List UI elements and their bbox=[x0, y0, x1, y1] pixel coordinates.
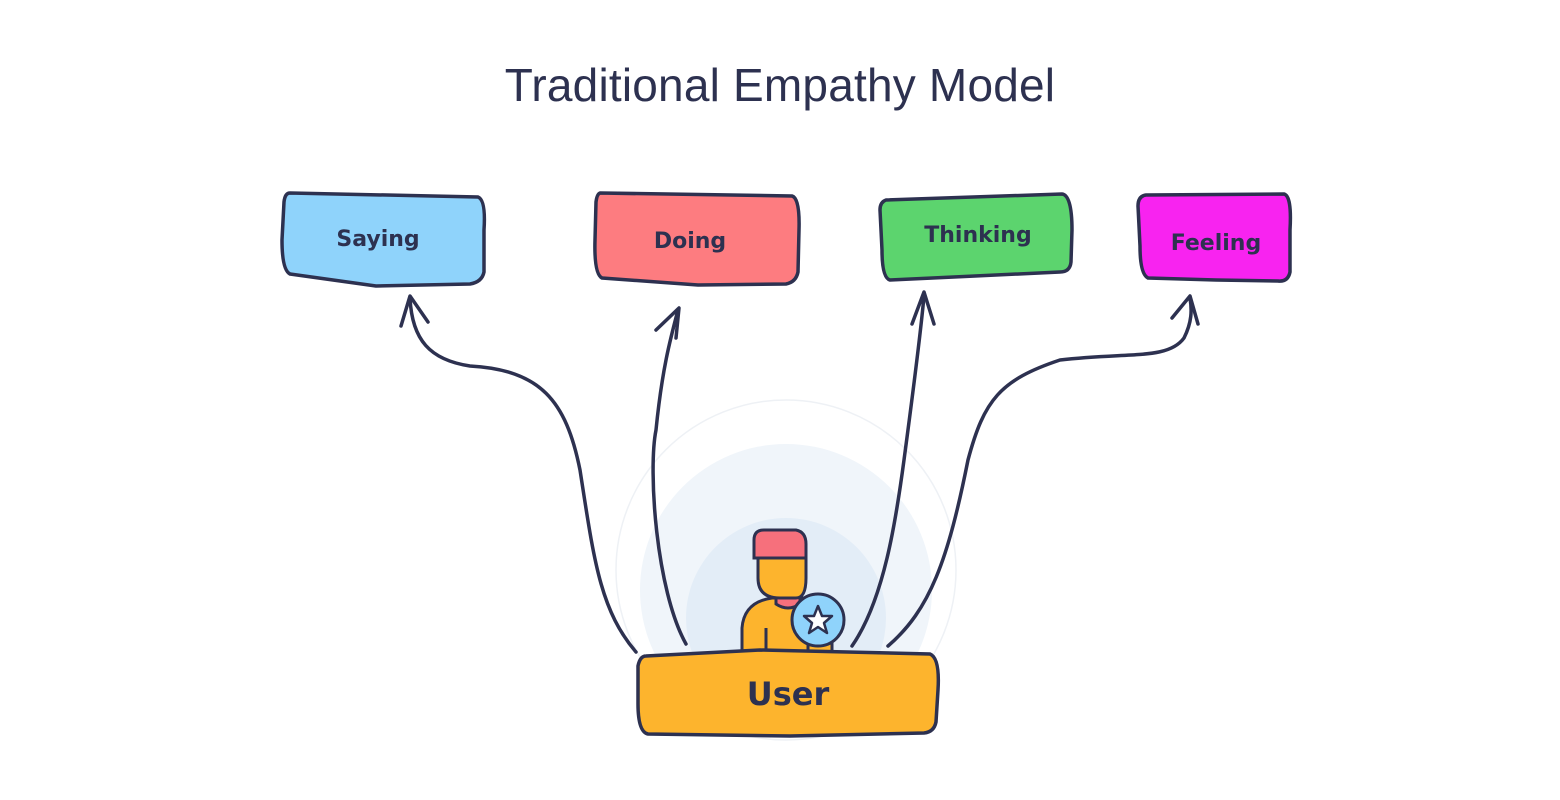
thinking-box bbox=[878, 192, 1074, 282]
arrowhead-saying bbox=[399, 294, 430, 328]
category-feeling: Feeling bbox=[1136, 192, 1293, 283]
arrow-to-saying bbox=[408, 296, 638, 654]
category-doing: Doing bbox=[593, 191, 801, 287]
arrowhead-feeling bbox=[1170, 294, 1200, 326]
doing-box bbox=[593, 191, 801, 287]
arrow-to-thinking bbox=[850, 294, 926, 648]
arrows bbox=[399, 290, 1200, 654]
arrow-to-doing bbox=[651, 308, 688, 646]
arrowhead-doing bbox=[654, 306, 681, 340]
user-head bbox=[756, 556, 808, 600]
arrow-to-feeling bbox=[886, 296, 1193, 648]
category-saying: Saying bbox=[280, 191, 487, 288]
category-thinking: Thinking bbox=[878, 192, 1074, 282]
doing-label: Doing bbox=[654, 229, 726, 254]
feeling-box bbox=[1136, 192, 1293, 283]
halo-outer-ring bbox=[615, 399, 957, 741]
thinking-label: Thinking bbox=[924, 223, 1031, 248]
user-box bbox=[636, 648, 941, 738]
feeling-label: Feeling bbox=[1171, 231, 1261, 256]
user-figure bbox=[740, 528, 846, 662]
arrowhead-thinking bbox=[910, 290, 936, 326]
saying-box bbox=[280, 191, 487, 288]
user-hair bbox=[752, 528, 808, 560]
star-icon bbox=[802, 604, 834, 635]
user-node: User bbox=[636, 648, 941, 738]
saying-label: Saying bbox=[336, 227, 419, 252]
user-label: User bbox=[747, 675, 830, 713]
diagram-title: Traditional Empathy Model bbox=[504, 59, 1056, 111]
